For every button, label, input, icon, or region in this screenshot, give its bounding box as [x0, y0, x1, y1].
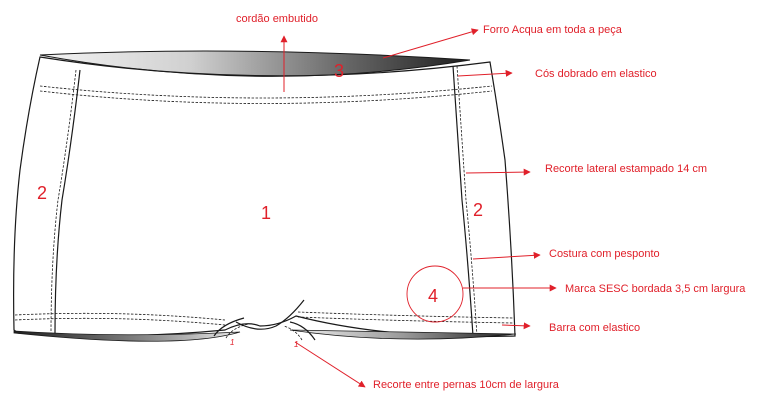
arrow-forro: [382, 28, 479, 59]
waistband-stitch-1: [39, 85, 493, 99]
hem-stitch-left-1: [14, 312, 226, 321]
side-seam-right: [452, 65, 474, 337]
label-barra: Barra com elastico: [549, 322, 640, 334]
label-forro: Forro Acqua em toda a peça: [483, 24, 623, 36]
number-front: 1: [261, 203, 271, 223]
arrow-recorte-lateral: [465, 168, 531, 176]
hem-stitch-left-2: [14, 317, 226, 326]
arrow-costura: [472, 251, 541, 260]
label-recorte-lateral: Recorte lateral estampado 14 cm: [545, 163, 707, 175]
label-cos: Cós dobrado em elastico: [535, 68, 657, 80]
logo-circle: [406, 265, 464, 323]
arrow-barra: [501, 322, 531, 330]
gusset-line-left: [213, 317, 245, 337]
number-gusset-left: 1: [230, 338, 234, 347]
crotch-curve: [235, 299, 305, 330]
side-seam-left-topstitch: [50, 69, 77, 334]
side-seam-left: [54, 69, 81, 334]
hem-stitch-right-2: [297, 316, 514, 324]
gusset-line-left-stitch: [225, 323, 249, 339]
side-seam-right-topstitch: [456, 65, 478, 337]
label-cordao: cordão embutido: [236, 13, 318, 25]
hem-stitch-right-1: [297, 311, 514, 319]
number-gusset-right: 1: [294, 340, 298, 349]
leg-hem-right: [289, 329, 517, 340]
leg-hem-left: [13, 330, 241, 342]
shorts-outline: [13, 56, 516, 338]
label-marca: Marca SESC bordada 3,5 cm largura: [565, 283, 746, 295]
gusset-line-right-stitch: [283, 325, 303, 341]
arrow-cos: [457, 69, 513, 77]
arrow-recorte-pernas: [294, 341, 366, 388]
label-costura: Costura com pesponto: [549, 248, 660, 260]
waistband-top: [39, 50, 471, 77]
number-side-left: 2: [37, 183, 47, 203]
gusset-line-right: [289, 321, 316, 341]
label-recorte-pernas: Recorte entre pernas 10cm de largura: [373, 379, 560, 391]
number-waistband: 3: [334, 61, 344, 81]
number-logo: 4: [428, 286, 438, 306]
waistband-stitch-2: [39, 90, 493, 104]
number-side-right: 2: [473, 200, 483, 220]
